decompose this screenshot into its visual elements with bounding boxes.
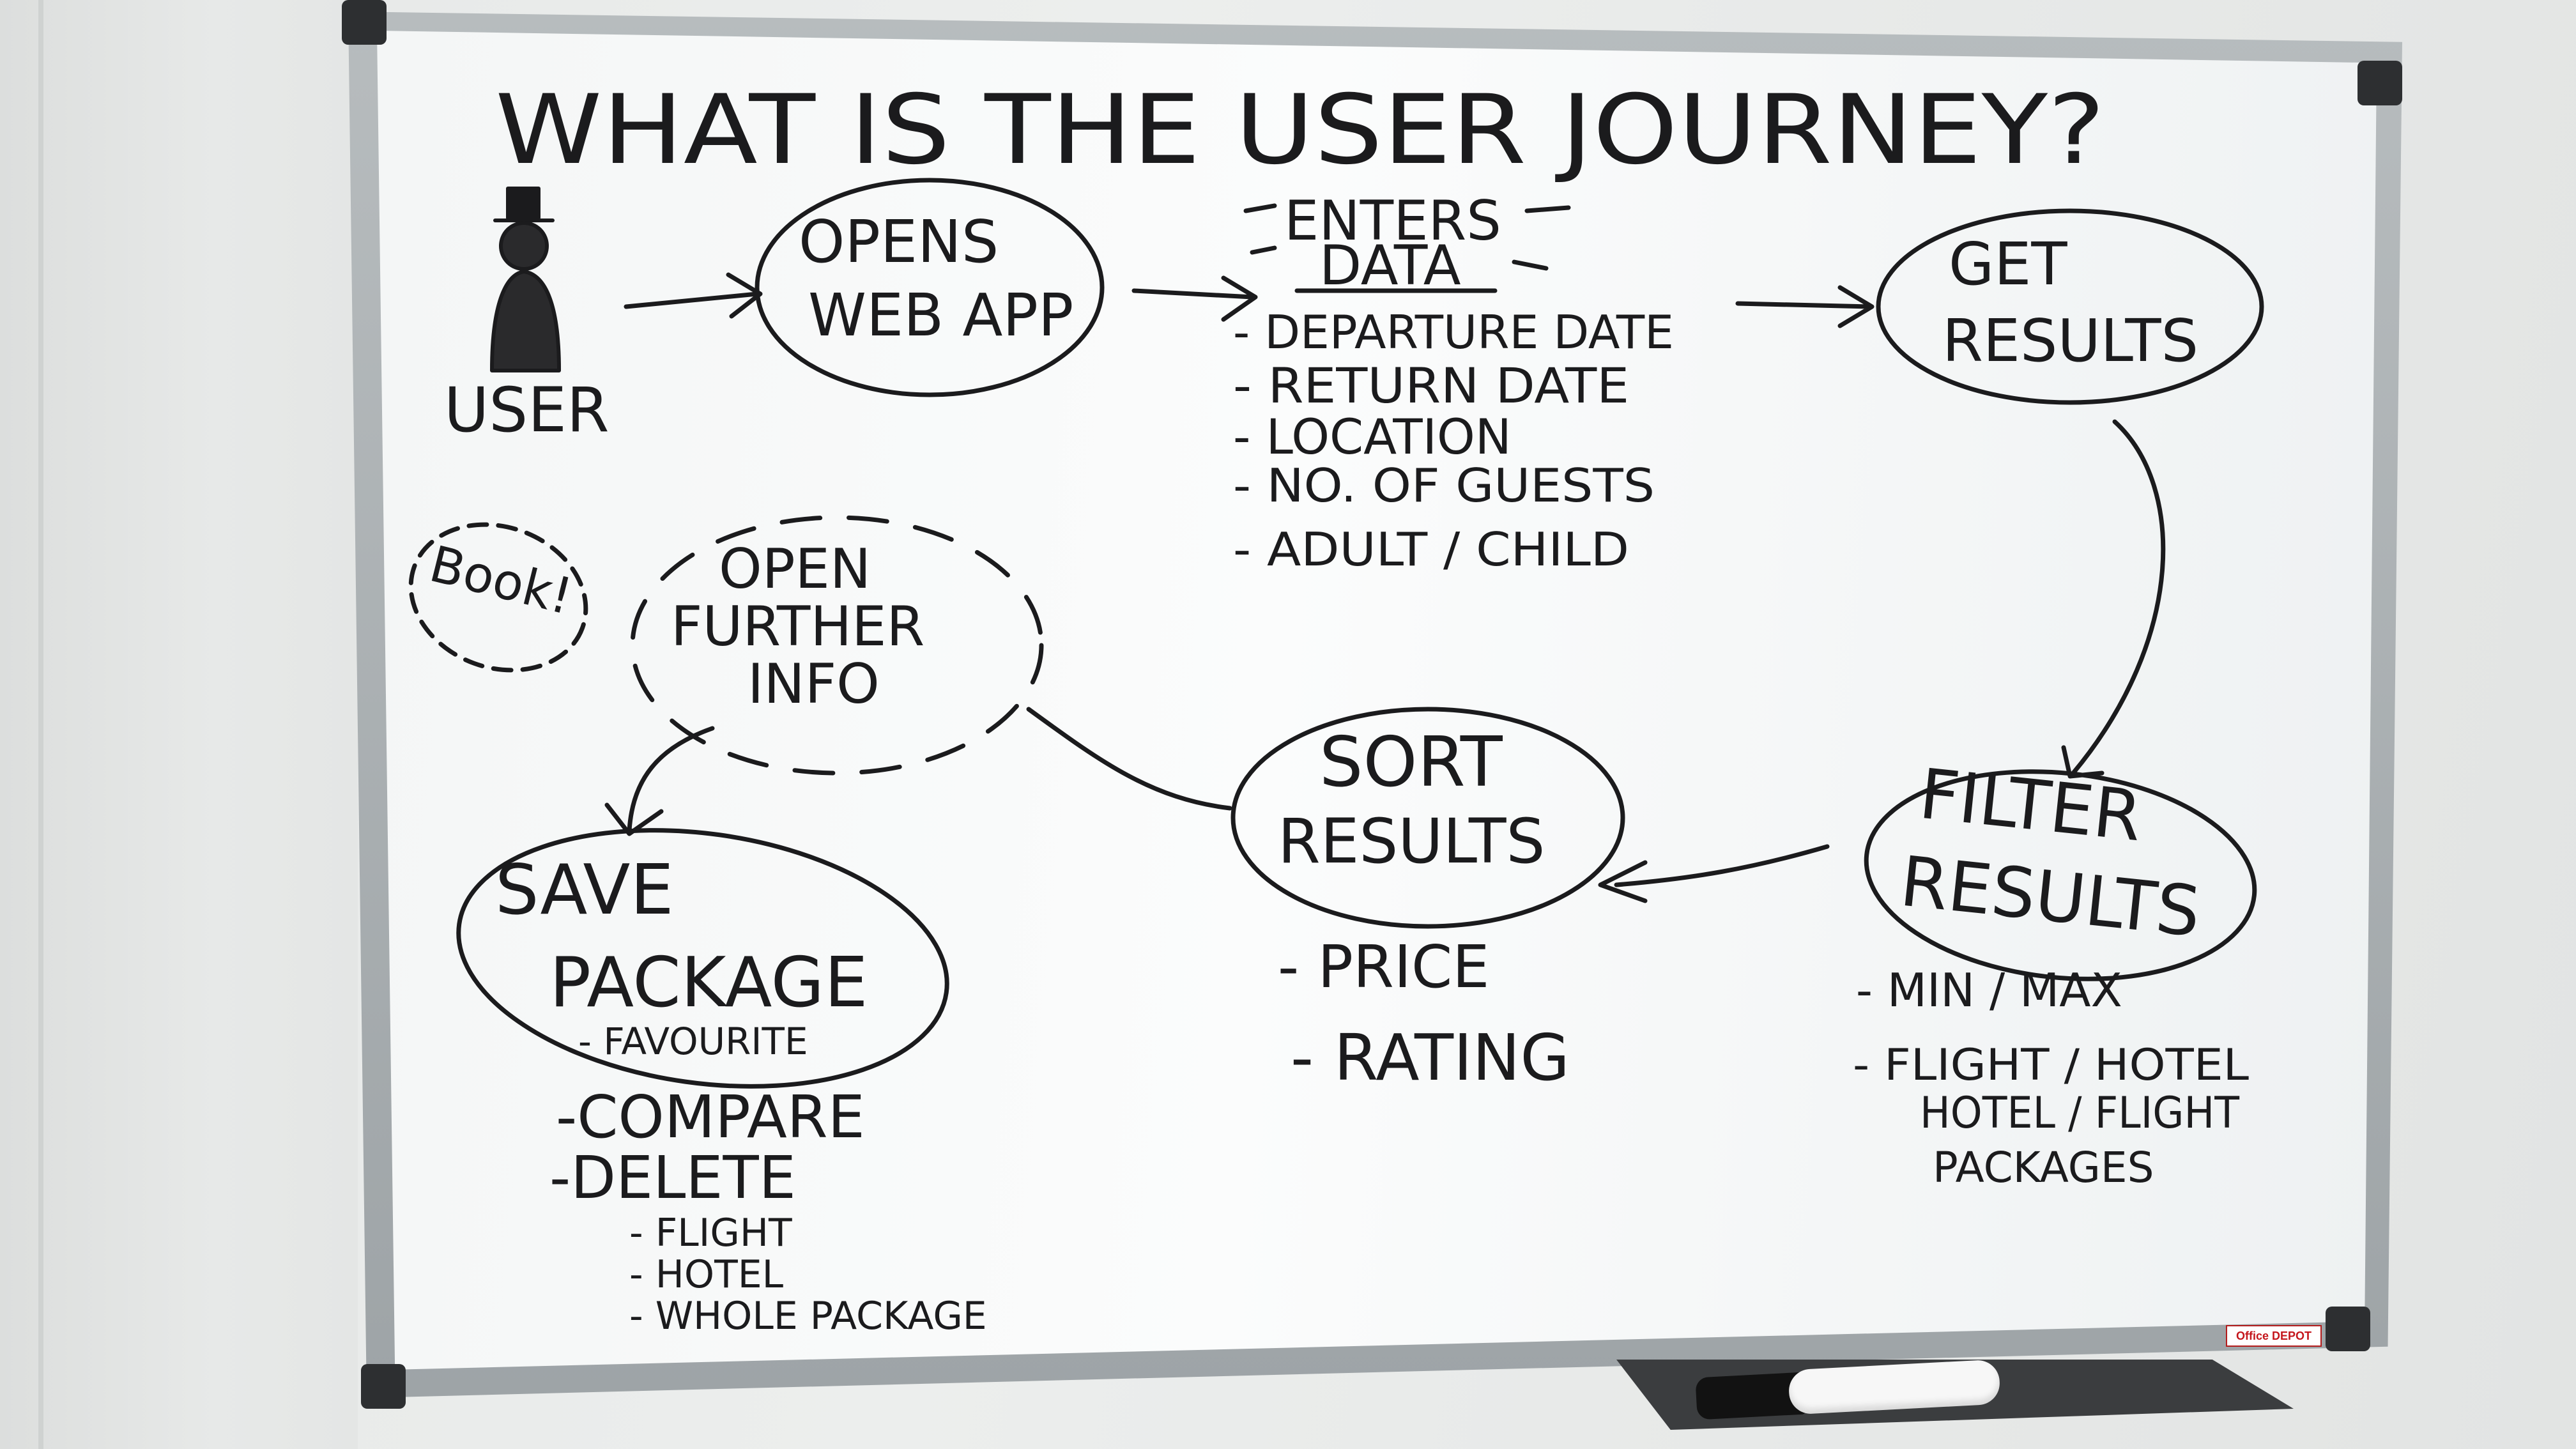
sort-list-price: - PRICE: [1278, 933, 1489, 1001]
arrow-results-to-filter: [2061, 419, 2166, 779]
filter-list-hotel-flight: HOTEL / FLIGHT: [1920, 1088, 2239, 1138]
arrow-info-to-save: [604, 726, 715, 836]
frame-corner-top-left: [342, 0, 387, 45]
whiteboard-surface: [377, 31, 2377, 1370]
opens-line-1: OPENS: [799, 208, 999, 276]
enters-list-return: - RETURN DATE: [1233, 357, 1629, 414]
get-results-ellipse: [1876, 208, 2264, 405]
save-list-compare: -COMPARE: [556, 1083, 865, 1151]
get-results-line-1: GET: [1949, 230, 2067, 298]
sort-results-line-1: SORT: [1319, 723, 1503, 802]
open-further-info-ellipse: [630, 515, 1044, 776]
opens-web-app-ellipse: [755, 178, 1105, 397]
wall-edge: [38, 0, 43, 1449]
user-figure: [490, 187, 561, 372]
save-list-delete-flight: - FLIGHT: [629, 1211, 792, 1255]
enters-list-location: - LOCATION: [1233, 408, 1512, 465]
save-list-delete-hotel: - HOTEL: [629, 1252, 784, 1297]
frame-corner-bottom-left: [361, 1364, 406, 1409]
enters-dash-left-1: [1243, 203, 1277, 213]
arrow-user-to-opens: [624, 272, 763, 319]
arrow-filter-to-sort: [1598, 844, 1830, 903]
enters-list-adult-child: - ADULT / CHILD: [1233, 523, 1629, 576]
brand-label: Office DEPOT: [2226, 1325, 2322, 1347]
board-title: WHAT IS THE USER JOURNEY?: [495, 75, 2105, 186]
sort-results-ellipse: [1230, 707, 1625, 929]
sort-results-line-2: RESULTS: [1278, 806, 1545, 877]
enters-line-2: DATA: [1319, 234, 1461, 298]
get-results-line-2: RESULTS: [1942, 307, 2198, 375]
filter-results-line-2: RESULTS: [1897, 842, 2204, 953]
frame-corner-top-right: [2358, 61, 2402, 105]
filter-list-min-max: - MIN / MAX: [1856, 963, 2122, 1017]
book-ellipse: [408, 522, 588, 673]
open-info-line-3: INFO: [747, 652, 880, 716]
enters-list-departure: - DEPARTURE DATE: [1233, 305, 1674, 359]
save-list-delete: -DELETE: [549, 1144, 796, 1212]
wall: [0, 0, 358, 1449]
sort-list-rating: - RATING: [1291, 1020, 1570, 1095]
enters-dash-right-1: [1524, 205, 1571, 213]
filter-results-line-1: FILTER: [1915, 755, 2145, 857]
filter-list-flight-hotel: - FLIGHT / HOTEL: [1853, 1040, 2249, 1091]
open-info-line-1: OPEN: [719, 537, 871, 601]
enters-dash-right-2: [1512, 259, 1549, 271]
arrow-opens-to-enters: [1131, 275, 1258, 322]
enters-dash-left-2: [1250, 245, 1277, 255]
save-list-favourite: - FAVOURITE: [578, 1020, 808, 1063]
save-package-ellipse: [456, 828, 949, 1089]
line-sort-to-info: [1026, 707, 1232, 811]
user-label: USER: [444, 374, 610, 446]
frame-corner-bottom-right: [2326, 1307, 2370, 1351]
arrow-enters-to-results: [1735, 285, 1874, 328]
save-list-delete-whole-package: - WHOLE PACKAGE: [629, 1294, 987, 1338]
save-package-line-1: SAVE: [495, 850, 674, 930]
filter-list-packages: PACKAGES: [1933, 1143, 2154, 1192]
save-package-line-2: PACKAGE: [549, 943, 868, 1023]
enters-line-1: ENTERS: [1284, 189, 1501, 253]
open-info-line-2: FURTHER: [671, 595, 924, 659]
enters-list-guests: - NO. OF GUESTS: [1233, 459, 1655, 512]
opens-line-2: WEB APP: [808, 281, 1073, 349]
